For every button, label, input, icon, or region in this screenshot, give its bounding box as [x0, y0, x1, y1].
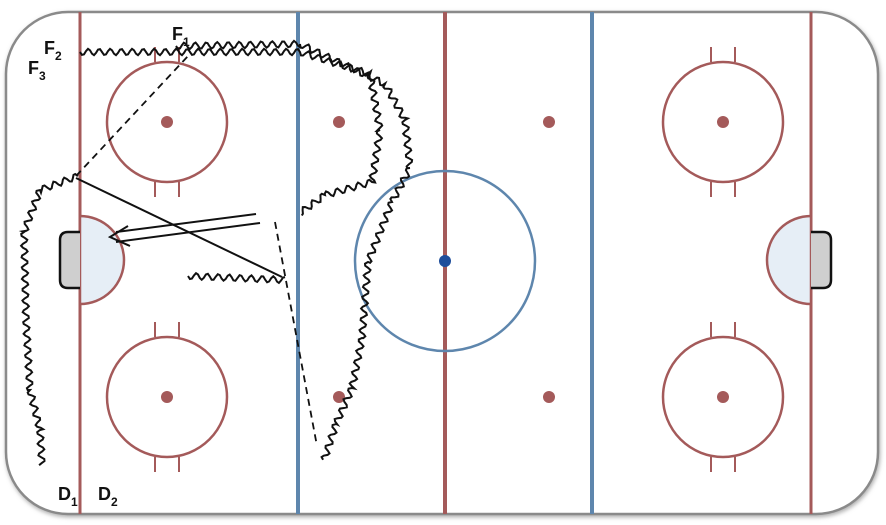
left-bottom-faceoff-circle — [105, 322, 229, 472]
neutral-zone-dot — [543, 391, 555, 403]
right-bottom-faceoff-circle — [661, 322, 785, 472]
neutral-zone-dot — [333, 116, 345, 128]
d2-skating-route — [187, 271, 286, 285]
skating-routes — [18, 39, 414, 466]
f2-skating-route — [79, 47, 384, 217]
right-goal-net — [811, 230, 833, 290]
f1-skating-route — [175, 39, 414, 461]
center-faceoff-dot — [439, 255, 451, 267]
right-top-faceoff-circle — [661, 47, 785, 197]
left-goal-net — [58, 230, 80, 290]
pass-line — [75, 177, 283, 278]
left-top-faceoff-circle — [105, 47, 229, 197]
d1-skating-route — [18, 172, 79, 466]
shot-arrow — [107, 213, 261, 247]
neutral-zone-dot — [543, 116, 555, 128]
neutral-zone-dot — [333, 391, 345, 403]
dashed-pass-line — [75, 55, 189, 177]
dashed-pass-line — [274, 221, 318, 447]
center-circle — [353, 169, 537, 353]
right-goal-crease — [765, 214, 813, 306]
